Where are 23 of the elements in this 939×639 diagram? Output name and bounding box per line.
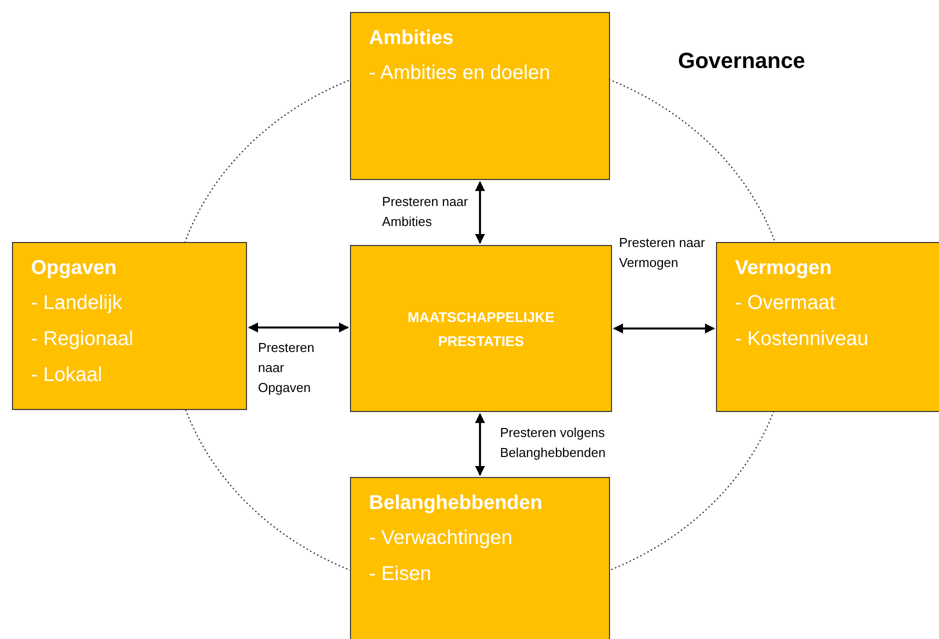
box-heading: Belanghebbenden bbox=[369, 491, 542, 516]
box-heading: Ambities bbox=[369, 26, 454, 51]
box-heading: Vermogen bbox=[735, 256, 832, 281]
box-heading: MAATSCHAPPELIJKE PRESTATIES bbox=[406, 308, 556, 350]
list-item: - Verwachtingen bbox=[369, 526, 512, 551]
process-box bbox=[12, 242, 247, 410]
diagram-title: Governance bbox=[678, 48, 806, 74]
list-item: - Kostenniveau bbox=[735, 327, 868, 352]
double-arrow bbox=[475, 413, 485, 476]
process-box bbox=[350, 477, 610, 639]
double-arrow bbox=[613, 324, 715, 334]
process-box bbox=[350, 245, 612, 412]
list-item: - Ambities en doelen bbox=[369, 61, 550, 86]
double-arrow bbox=[475, 181, 485, 244]
process-box bbox=[350, 12, 610, 180]
double-arrow bbox=[248, 322, 349, 332]
list-item: - Regionaal bbox=[31, 327, 134, 352]
list-item: - Landelijk bbox=[31, 291, 122, 316]
process-box bbox=[716, 242, 939, 412]
box-heading: Opgaven bbox=[31, 256, 117, 281]
list-item: - Eisen bbox=[369, 562, 432, 587]
list-item: - Overmaat bbox=[735, 291, 836, 316]
list-item: - Lokaal bbox=[31, 363, 102, 388]
